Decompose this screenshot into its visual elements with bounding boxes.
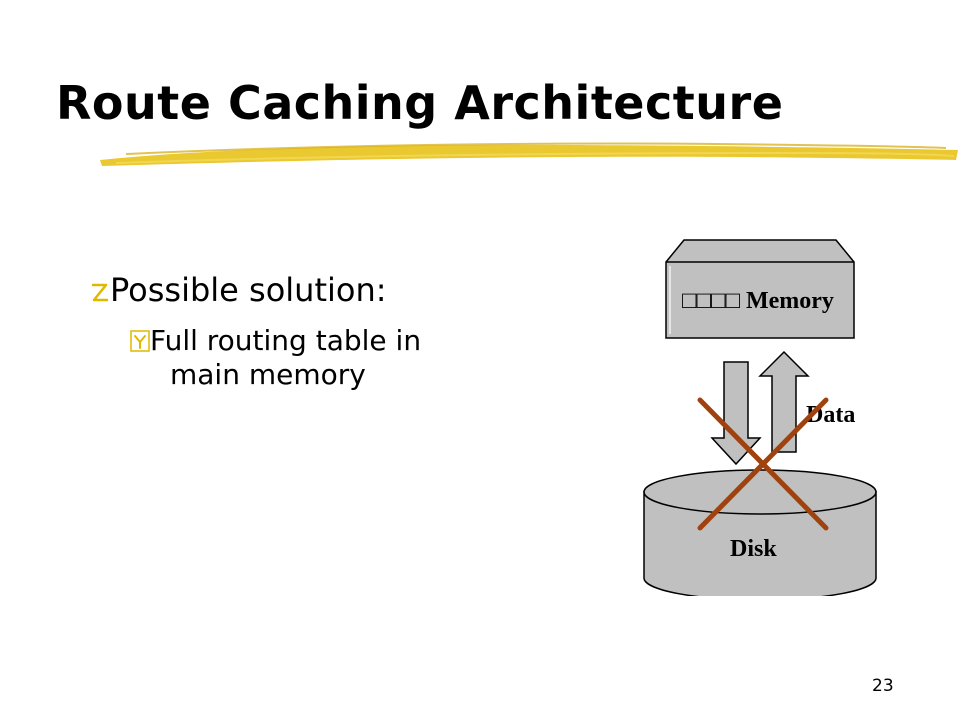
- bullet-text-block: Full routing table in main memory: [150, 324, 421, 392]
- memory-disk-diagram: □□□□ Memory Data Disk: [643, 239, 877, 596]
- memory-box: □□□□ Memory: [665, 239, 855, 339]
- bullet-item-level2: Full routing table in main memory: [130, 324, 421, 392]
- down-arrow: [710, 361, 762, 466]
- memory-label: □□□□ Memory: [682, 288, 834, 314]
- z-bullet-icon: [91, 283, 109, 302]
- slide-title: Route Caching Architecture: [56, 76, 784, 130]
- y-bullet-icon: [130, 330, 150, 352]
- title-underline-brush: [100, 142, 958, 166]
- bullet-list: Possible solution: Full routing table in…: [90, 270, 421, 392]
- cross-out-icon: [697, 397, 829, 531]
- bullet-text-line2: main memory: [170, 358, 366, 391]
- page-number: 23: [872, 676, 894, 696]
- up-arrow: [758, 350, 810, 453]
- bullet-text-line1: Full routing table in: [150, 324, 422, 357]
- disk-cylinder: Disk: [643, 469, 877, 596]
- bullet-item-level1: Possible solution:: [90, 270, 421, 310]
- disk-label: Disk: [730, 536, 777, 562]
- bullet-text-possible-solution: Possible solution:: [110, 271, 387, 309]
